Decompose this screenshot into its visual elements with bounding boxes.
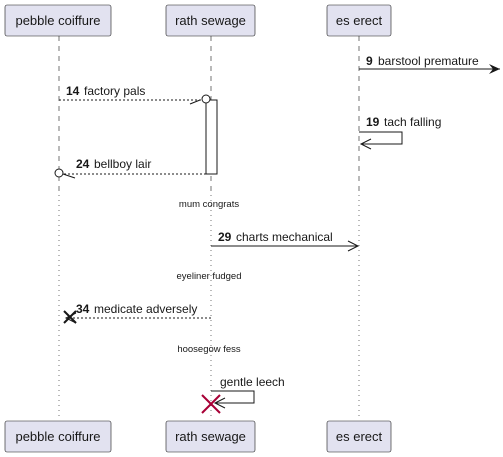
participant-label: pebble coiffure [15,429,100,444]
message-29: 29 charts mechanical [211,230,360,252]
message-number: 19 [366,115,380,129]
message-9: 9 barstool premature [359,54,500,74]
message-number: 14 [66,84,80,98]
message-number: 9 [366,54,373,68]
destroy-icon [63,310,77,324]
participant-top-rath-sewage: rath sewage [165,4,256,37]
message-gentle-leech: gentle leech [201,375,285,414]
message-19: 19 tach falling [359,115,441,150]
participant-top-es-erect: es erect [326,4,392,37]
message-number: 29 [218,230,232,244]
activation-bar [205,99,218,175]
message-label: medicate adversely [94,302,197,316]
message-label: barstool premature [378,54,479,68]
message-14: 14 factory pals [59,84,211,105]
participant-top-pebble-coiffure: pebble coiffure [4,4,112,37]
divider-label: mum congrats [179,199,239,210]
message-24: 24 bellboy lair [54,157,206,179]
divider-label: eyeliner fudged [177,271,242,282]
message-number: 34 [76,302,90,316]
participant-bottom-es-erect: es erect [326,420,392,453]
message-label: charts mechanical [236,230,333,244]
participant-bottom-pebble-coiffure: pebble coiffure [4,420,112,453]
message-label: bellboy lair [94,157,151,171]
destroy-icon [201,394,221,414]
message-label: factory pals [84,84,145,98]
message-label: tach falling [384,115,441,129]
participant-label: es erect [336,429,383,444]
message-number: 24 [76,157,90,171]
participant-bottom-rath-sewage: rath sewage [165,420,256,453]
participant-label: rath sewage [175,13,246,28]
message-34: 34 medicate adversely [63,302,211,324]
participant-label: pebble coiffure [15,13,100,28]
message-label: gentle leech [220,375,285,389]
participant-label: rath sewage [175,429,246,444]
divider-label: hoosegow fess [177,344,241,355]
participant-label: es erect [336,13,383,28]
